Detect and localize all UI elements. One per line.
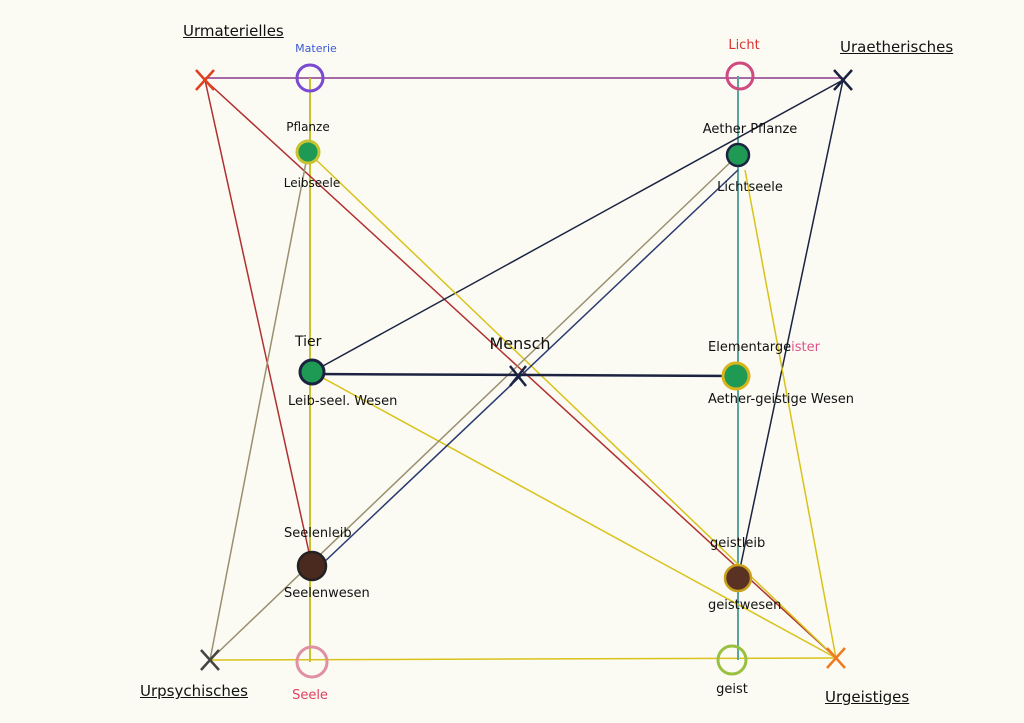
node-tier <box>298 358 326 386</box>
cross-icon <box>200 649 220 671</box>
label-elementargeister-part1: Elementarge <box>708 340 792 355</box>
line-red-diagonal <box>204 79 837 659</box>
node-aether-pflanze <box>725 142 751 168</box>
line-bottom <box>209 657 837 661</box>
line-aetherpflanze-urgeist <box>744 169 837 659</box>
node-pflanze <box>295 139 321 165</box>
corner-crosses <box>195 69 853 671</box>
label-seele: Seele <box>292 688 328 703</box>
label-aether-geistige-wesen: Aether-geistige Wesen <box>708 392 855 407</box>
node-seele <box>295 645 329 679</box>
label-geist: geist <box>716 682 748 697</box>
cross-icon <box>826 647 846 669</box>
nodes <box>295 61 755 679</box>
label-leibseele: Leibseele <box>283 176 341 190</box>
label-elementargeister-part2: ister <box>791 340 820 355</box>
line-aetherpflanze-urpsych-blue <box>319 169 739 567</box>
node-geist <box>716 644 748 676</box>
line-geistleib-uraeth <box>737 79 844 579</box>
label-elementargeister: Elementargeister <box>708 340 820 355</box>
label-tier: Tier <box>295 334 322 350</box>
label-aether-pflanze: Aether Pflanze <box>702 122 798 137</box>
label-mensch: Mensch <box>489 334 551 353</box>
label-leib-seel-wesen: Leib-seel. Wesen <box>288 394 398 409</box>
line-tier-mensch-elem <box>311 372 737 378</box>
label-geistwesen: geistwesen <box>708 598 782 613</box>
label-lichtseele: Lichtseele <box>717 180 783 195</box>
corner-label-urgeistiges: Urgeistiges <box>825 688 910 706</box>
node-geistleib <box>723 563 753 593</box>
label-seelenleib: Seelenleib <box>284 526 352 541</box>
node-seelenleib <box>296 550 328 582</box>
label-pflanze: Pflanze <box>286 120 330 134</box>
label-materie: Materie <box>295 42 337 55</box>
cross-icon <box>833 69 853 91</box>
line-tier-uraeth <box>311 79 844 373</box>
line-pflanze-urpsych <box>209 151 309 661</box>
corner-label-urpsychisches: Urpsychisches <box>140 682 248 700</box>
line-red-left <box>204 79 313 567</box>
cross-icon <box>195 69 215 91</box>
cross-icon <box>509 365 527 387</box>
connection-lines <box>204 76 844 662</box>
line-tier-urgeist <box>311 371 837 659</box>
label-seelenwesen: Seelenwesen <box>284 586 370 601</box>
corner-label-uraetherisches: Uraetherisches <box>840 38 954 56</box>
line-aetherpflanze-urpsych <box>209 154 739 661</box>
label-geistleib: geistleib <box>710 536 766 551</box>
node-elementargeister <box>721 361 751 391</box>
node-materie <box>295 63 325 93</box>
node-licht <box>725 61 755 91</box>
label-licht: Licht <box>728 38 760 53</box>
corner-label-urmaterielles: Urmaterielles <box>183 22 284 40</box>
